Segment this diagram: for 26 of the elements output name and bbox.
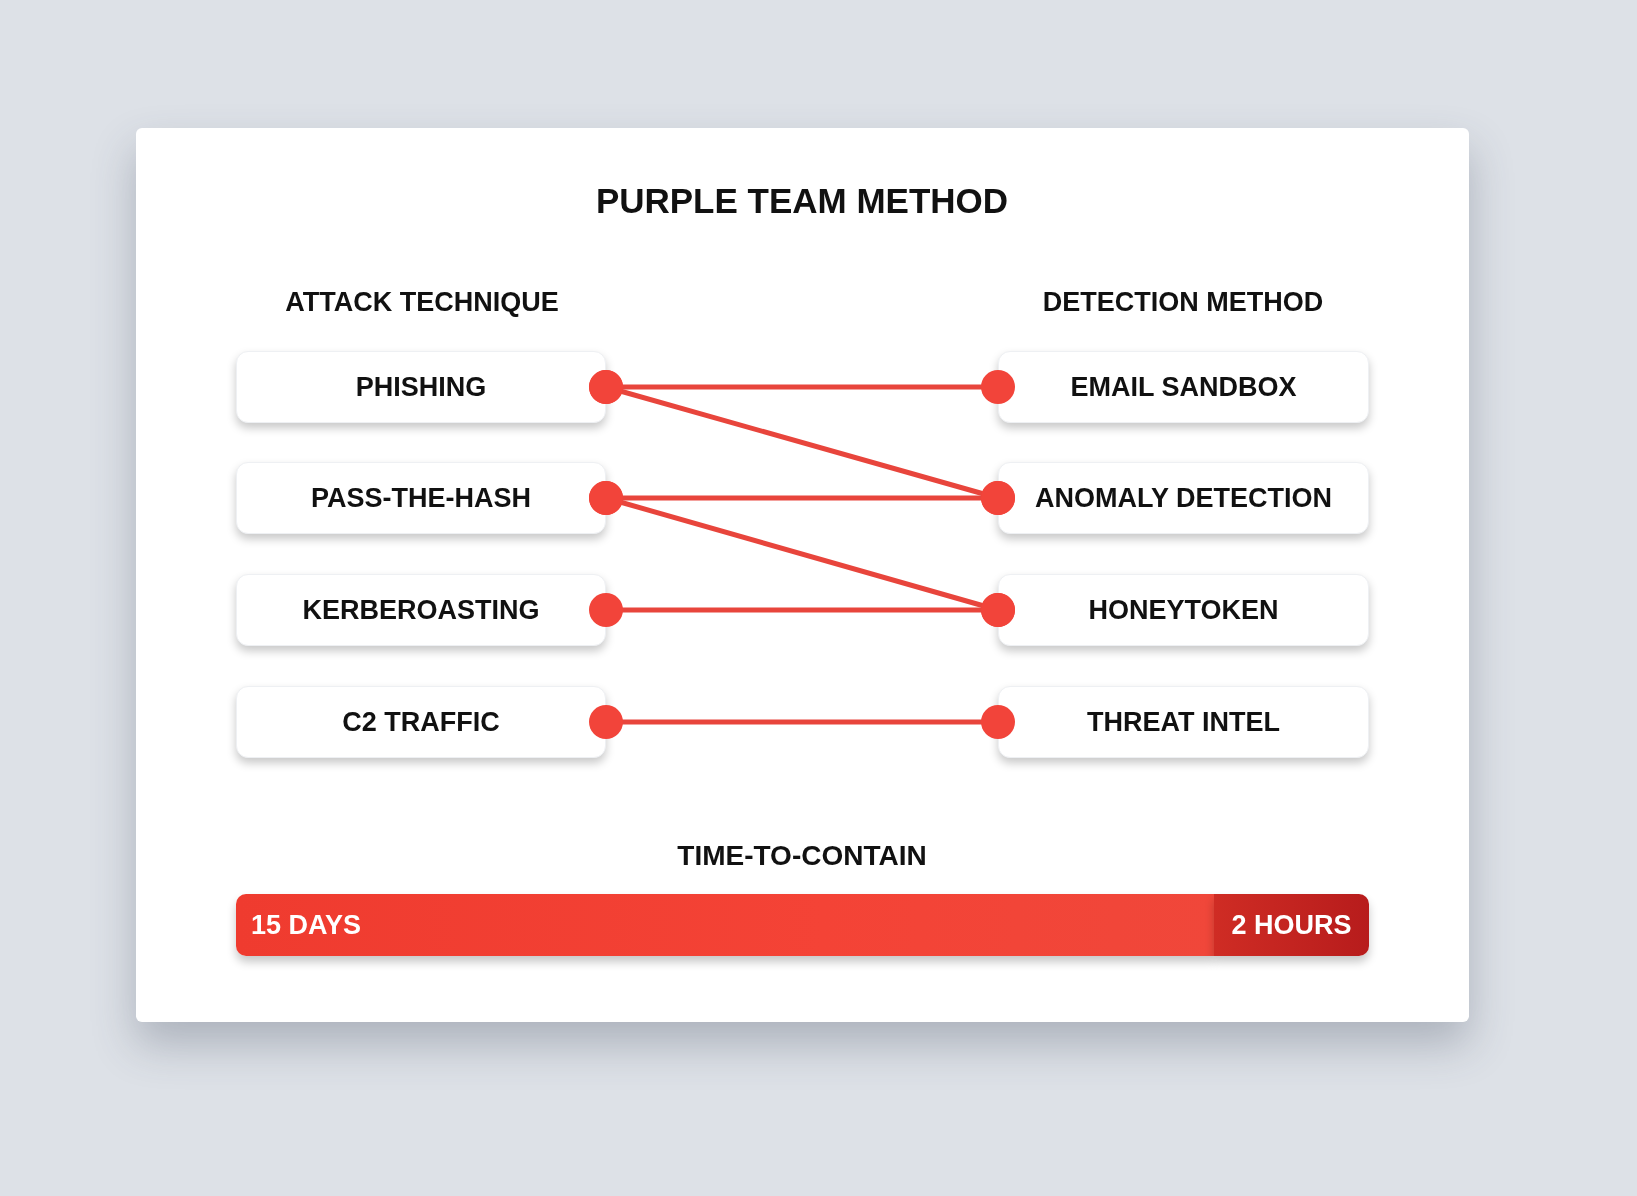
detection-box [998,686,1369,758]
duration-label: 2 HOURS [1231,909,1352,941]
detection-label: THREAT INTEL [1087,706,1280,738]
duration-label: 15 DAYS [251,909,362,941]
technique-label: C2 TRAFFIC [342,706,500,738]
technique-label: KERBEROASTING [302,594,540,626]
detection-box [998,351,1369,423]
connector-line [589,593,1015,627]
detection-box [998,574,1369,646]
timeline-bar [236,894,1214,956]
connector-line [589,705,1015,739]
section-heading: TIME-TO-CONTAIN [677,840,927,872]
detection-label: ANOMALY DETECTION [1035,482,1332,514]
timeline-bar-segment [1214,894,1369,956]
detection-label: EMAIL SANDBOX [1070,371,1297,403]
column-header: ATTACK TECHNIQUE [285,286,559,318]
technique-box [236,686,606,758]
column-header: DETECTION METHOD [1042,286,1324,318]
technique-label: PASS-THE-HASH [311,482,531,514]
technique-box [236,462,606,534]
technique-box [236,574,606,646]
technique-label: PHISHING [355,371,487,403]
technique-box [236,351,606,423]
diagram-title: PURPLE TEAM METHOD [595,181,1009,221]
detection-box [998,462,1369,534]
detection-label: HONEYTOKEN [1088,594,1279,626]
